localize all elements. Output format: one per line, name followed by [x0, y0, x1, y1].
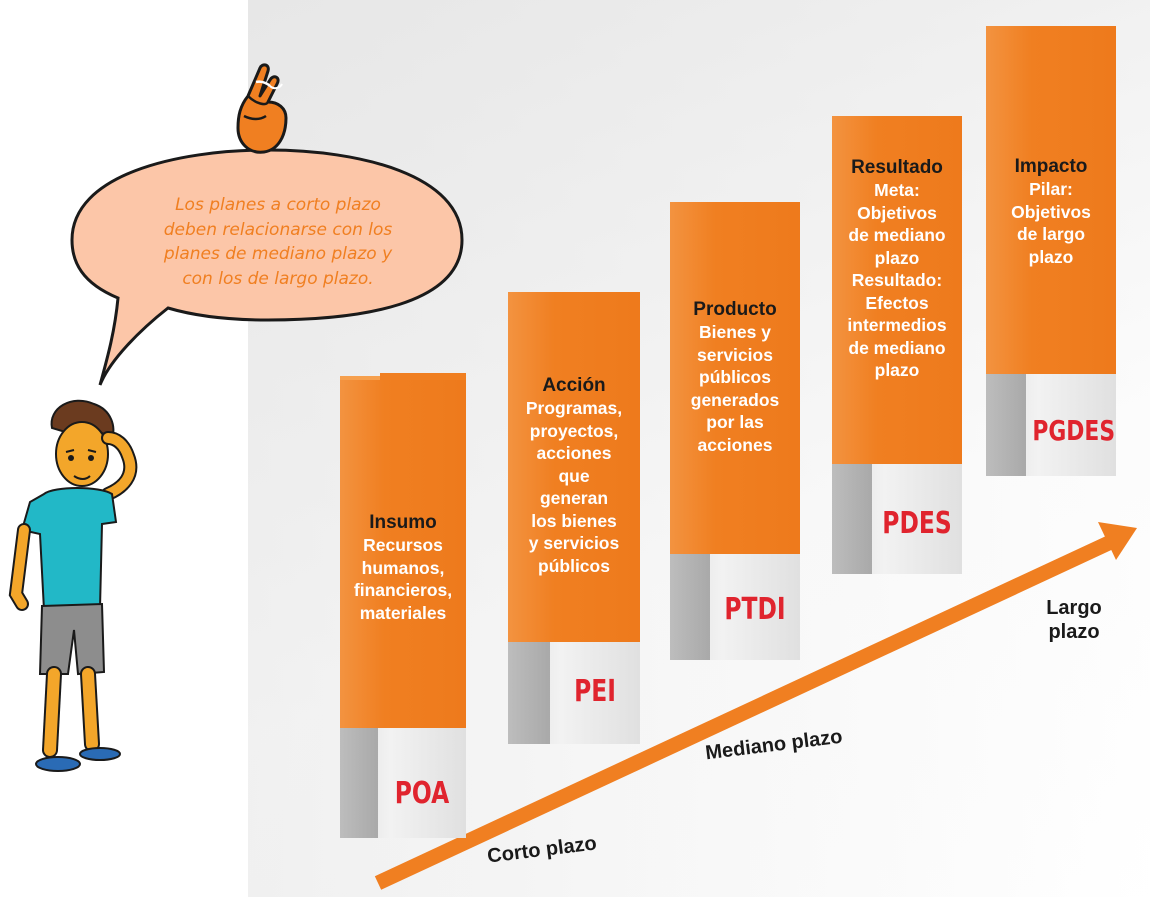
plan-label: PTDI [724, 592, 786, 627]
pillar-base-side [670, 554, 710, 660]
pillar-base-side [986, 374, 1026, 476]
pillar-insumo: Insumo Recursos humanos, financieros, ma… [340, 368, 466, 840]
pillar-body [832, 116, 962, 468]
plan-label: PEI [574, 674, 616, 709]
pillar-base-side [832, 464, 872, 574]
pillar-text: Impacto Pilar: Objetivos de largo plazo [986, 155, 1116, 268]
plan-label: POA [394, 776, 450, 811]
pillar-heading: Insumo [369, 512, 437, 533]
label-largo-plazo: Largo plazo [1046, 597, 1102, 643]
pillar-body [508, 292, 640, 644]
pillar-heading: Acción [542, 375, 606, 396]
crossed-fingers-icon [236, 63, 288, 154]
pillar-body [986, 26, 1116, 378]
pillar-body-text: Programas, proyectos, acciones que gener… [525, 398, 623, 576]
pillar-base-side [340, 728, 378, 838]
pillar-body-text: Recursos humanos, financieros, materiale… [353, 535, 453, 623]
pillar-text: Acción Programas, proyectos, acciones qu… [508, 374, 640, 577]
plan-label: PDES [882, 506, 952, 541]
pillar-body-text: Meta: Objetivos de mediano plazo Resulta… [847, 180, 947, 380]
pillar-text: Insumo Recursos humanos, financieros, ma… [340, 511, 466, 624]
pillar-resultado: Resultado Meta: Objetivos de mediano pla… [832, 112, 962, 574]
speech-bubble [70, 148, 464, 386]
pillar-heading: Producto [693, 299, 777, 320]
plan-label: PGDES [1032, 414, 1116, 447]
pillar-text: Resultado Meta: Objetivos de mediano pla… [832, 156, 962, 382]
pillar-body-text: Pilar: Objetivos de largo plazo [1011, 179, 1091, 267]
pillar-body [340, 380, 466, 732]
pillar-heading: Resultado [851, 157, 943, 178]
speech-bubble-text: Los planes a corto plazo deben relaciona… [163, 195, 393, 289]
pillar-body [670, 202, 800, 558]
pillar-heading: Impacto [1014, 156, 1088, 177]
pillar-body-text: Bienes y servicios públicos generados po… [690, 322, 780, 455]
pillar-impacto: Impacto Pilar: Objetivos de largo plazo … [986, 22, 1116, 478]
pillar-text: Producto Bienes y servicios públicos gen… [670, 298, 800, 456]
pillar-producto: Producto Bienes y servicios públicos gen… [670, 194, 800, 662]
thinking-boy-illustration [8, 399, 138, 772]
pillar-accion: Acción Programas, proyectos, acciones qu… [508, 282, 640, 744]
pillar-base-side [508, 642, 550, 744]
